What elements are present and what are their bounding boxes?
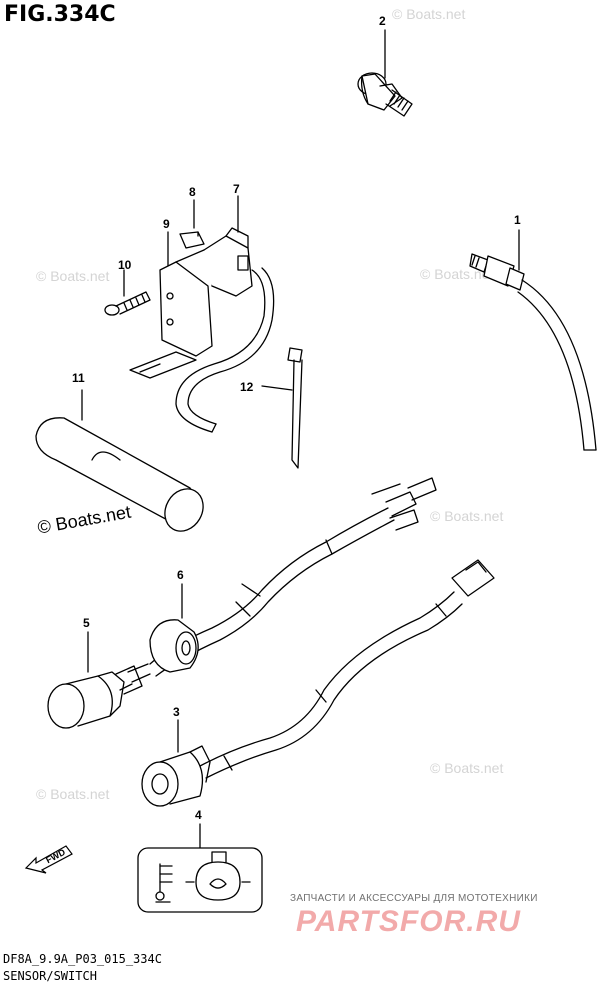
shop-logo: PARTSFOR.RU <box>296 905 521 938</box>
part-12-cable-tie <box>261 347 303 469</box>
callout-11: 11 <box>72 371 85 385</box>
shop-caption: ЗАПЧАСТИ И АКСЕССУАРЫ ДЛЯ МОТОТЕХНИКИ <box>290 893 538 904</box>
callout-5: 5 <box>83 616 90 630</box>
part-7-9-bracket <box>129 195 275 433</box>
callout-10: 10 <box>118 258 132 272</box>
part-6-grommet <box>149 583 199 673</box>
wire-harness <box>149 477 495 779</box>
part-8-grommet <box>179 199 205 249</box>
watermark: © Boats.net <box>36 268 110 284</box>
figure-code: DF8A_9.9A_P03_015_334C <box>3 952 162 966</box>
watermark: © Boats.net <box>420 266 494 282</box>
figure-title: FIG.334C <box>4 2 116 27</box>
callout-2: 2 <box>379 14 386 28</box>
part-11-tube <box>35 389 204 532</box>
callout-3: 3 <box>173 705 180 719</box>
fwd-arrow-icon: FWD <box>24 845 73 874</box>
part-5-switch <box>47 631 151 729</box>
watermark: © Boats.net <box>392 6 466 22</box>
part-2-sensor <box>357 29 413 117</box>
part-1-sensor <box>469 229 597 451</box>
callout-4: 4 <box>195 808 202 822</box>
callout-12: 12 <box>240 380 254 394</box>
watermark: © Boats.net <box>430 508 504 524</box>
watermark: © Boats.net <box>36 786 110 802</box>
callout-7: 7 <box>233 182 240 196</box>
part-10-screw <box>104 269 151 316</box>
callout-1: 1 <box>514 213 521 227</box>
callout-8: 8 <box>189 185 196 199</box>
watermark: © Boats.net <box>430 760 504 776</box>
callout-6: 6 <box>177 568 184 582</box>
part-3-switch <box>141 719 211 807</box>
callout-9: 9 <box>163 217 170 231</box>
part-4-label <box>137 823 263 913</box>
figure-name: SENSOR/SWITCH <box>3 969 97 983</box>
